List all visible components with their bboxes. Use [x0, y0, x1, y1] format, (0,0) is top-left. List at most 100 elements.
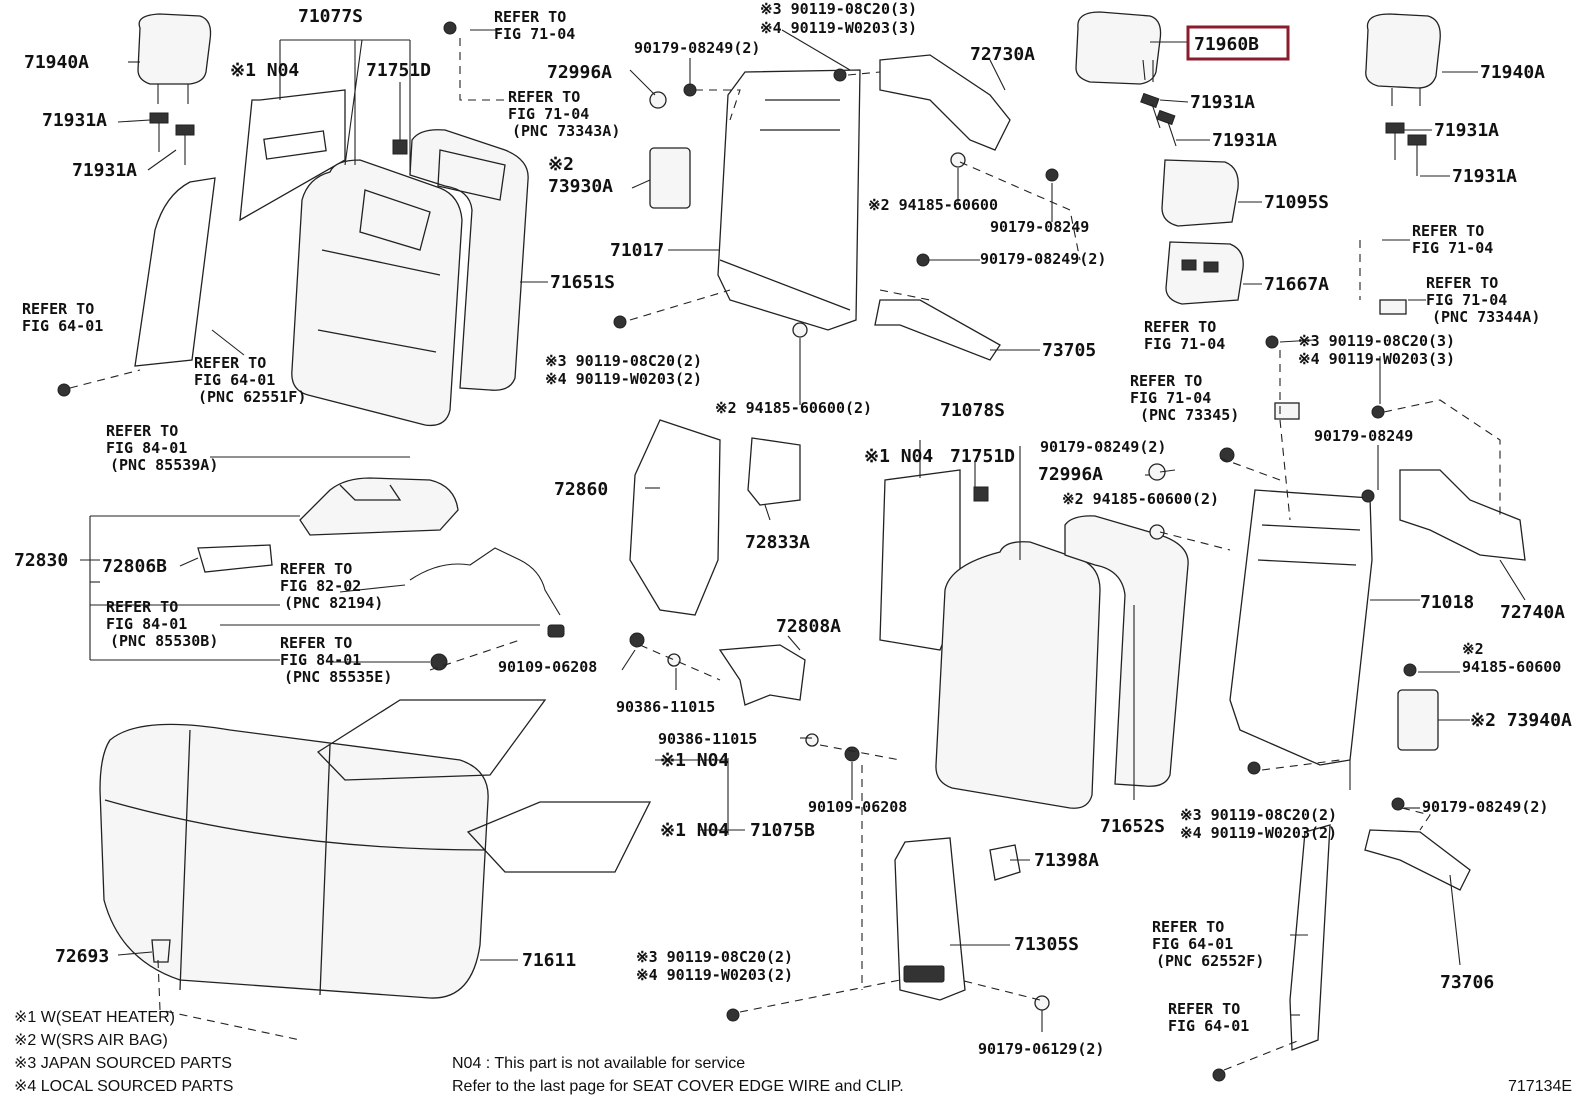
label-94185-60600-2-right[interactable]: ※2 94185-60600(2) — [1062, 490, 1219, 508]
bolt-note-bottom[interactable]: ※3 90119-08C20(2) ※4 90119-W0203(2) — [636, 948, 802, 984]
refer-fig-71-04-c[interactable]: REFER TO FIG 71-04 — [1412, 222, 1493, 257]
label-72830[interactable]: 72830 — [14, 550, 68, 571]
label-71940A-right[interactable]: 71940A — [1480, 62, 1545, 83]
label-90179-08249-2-top[interactable]: 90179-08249(2) — [634, 39, 760, 57]
hinge-bracket-left-icon — [879, 54, 1011, 151]
label-90109-06208-b[interactable]: 90109-06208 — [808, 798, 907, 816]
label-72730A[interactable]: 72730A — [970, 44, 1035, 65]
label-71017[interactable]: 71017 — [610, 240, 664, 261]
headrest-right-icon — [1365, 13, 1441, 89]
refer-fig-84-01-a[interactable]: REFER TO FIG 84-01 (PNC 85539A) — [106, 422, 218, 474]
label-90386-11015-a[interactable]: 90386-11015 — [616, 698, 715, 716]
label-71651S[interactable]: 71651S — [550, 272, 615, 293]
label-71078S[interactable]: 71078S — [940, 400, 1005, 421]
label-72996A-top[interactable]: 72996A — [547, 62, 612, 83]
label-72740A[interactable]: 72740A — [1500, 602, 1565, 623]
label-72996A-right[interactable]: 72996A — [1038, 464, 1103, 485]
label-90179-08249-mid[interactable]: 90179-08249 — [990, 218, 1089, 236]
refer-fig-71-04-b[interactable]: REFER TO FIG 71-04 (PNC 73343A) — [508, 88, 620, 140]
headrest-center-icon — [1075, 11, 1162, 85]
label-94185-60600-right[interactable]: ※2 94185-60600 — [1462, 640, 1561, 676]
legend-item: ※2 W(SRS AIR BAG) — [14, 1032, 168, 1049]
label-71095S[interactable]: 71095S — [1264, 192, 1329, 213]
bolt-note-top[interactable]: ※3 90119-08C20(3) ※4 90119-W0203(3) — [760, 0, 926, 37]
armrest-cover-icon — [1165, 241, 1244, 305]
label-71960B[interactable]: 71960B — [1194, 34, 1259, 55]
label-90179-08249-2-mid[interactable]: 90179-08249(2) — [980, 250, 1106, 268]
label-71931A-left-2[interactable]: 71931A — [72, 160, 137, 181]
label-71305S[interactable]: 71305S — [1014, 934, 1079, 955]
refer-fig-71-04-a[interactable]: REFER TO FIG 71-04 — [494, 8, 575, 43]
label-71751D-top[interactable]: 71751D — [366, 60, 431, 81]
label-N04-top[interactable]: ※1 N04 — [230, 60, 299, 81]
refer-fig-64-01-left[interactable]: REFER TO FIG 64-01 — [22, 300, 103, 335]
footnotes: N04 : This part is not available for ser… — [452, 1055, 904, 1095]
label-71652S[interactable]: 71652S — [1100, 816, 1165, 837]
label-90179-08249-right[interactable]: 90179-08249 — [1314, 427, 1413, 445]
label-72806B[interactable]: 72806B — [102, 556, 167, 577]
label-72833A[interactable]: 72833A — [745, 532, 810, 553]
label-90109-06208-a[interactable]: 90109-06208 — [498, 658, 597, 676]
refer-fig-82-02[interactable]: REFER TO FIG 82-02 (PNC 82194) — [280, 560, 383, 612]
refer-fig-64-01-right[interactable]: REFER TO FIG 64-01 (PNC 62552F) — [1152, 918, 1264, 970]
label-71018[interactable]: 71018 — [1420, 592, 1474, 613]
bolt-icon — [613, 315, 627, 329]
label-90386-11015-b[interactable]: 90386-11015 — [658, 730, 757, 748]
refer-fig-71-04-d[interactable]: REFER TO FIG 71-04 (PNC 73344A) — [1426, 274, 1540, 326]
headrest-guide-icon — [1140, 92, 1177, 147]
label-72860[interactable]: 72860 — [554, 479, 608, 500]
label-71940A-left[interactable]: 71940A — [24, 52, 89, 73]
label-71931A-far-2[interactable]: 71931A — [1452, 166, 1517, 187]
label-71667A[interactable]: 71667A — [1264, 274, 1329, 295]
label-94185-60600-2[interactable]: ※2 94185-60600(2) — [715, 399, 872, 417]
nut-icon — [1148, 463, 1166, 481]
label-N04-mid[interactable]: ※1 N04 — [864, 446, 933, 467]
clip-icon — [973, 486, 989, 502]
seatback-cover-right-icon — [935, 541, 1101, 809]
hinge-bracket-right-icon — [1399, 469, 1526, 561]
label-73705[interactable]: 73705 — [1042, 340, 1096, 361]
label-90179-08249-2-right[interactable]: 90179-08249(2) — [1040, 438, 1166, 456]
label-90179-06129-2[interactable]: 90179-06129(2) — [978, 1040, 1104, 1058]
refer-fig-64-01-pnc[interactable]: REFER TO FIG 64-01 (PNC 62551F) — [194, 354, 306, 406]
refer-fig-71-04-e[interactable]: REFER TO FIG 71-04 — [1144, 318, 1225, 353]
refer-fig-84-01-c[interactable]: REFER TO FIG 84-01 (PNC 85535E) — [280, 634, 392, 686]
nut-icon — [1361, 489, 1375, 503]
label-71931A-far-1[interactable]: 71931A — [1434, 120, 1499, 141]
bolt-icon — [726, 1008, 740, 1022]
bolt-note-right[interactable]: ※3 90119-08C20(3) ※4 90119-W0203(3) — [1298, 332, 1464, 368]
label-72693[interactable]: 72693 — [55, 946, 109, 967]
label-73940A[interactable]: ※2 73940A — [1470, 710, 1572, 731]
center-armrest-icon — [1161, 159, 1239, 227]
heater-mat-seat-2-icon — [466, 801, 652, 873]
seatback-frame-lower-icon — [894, 837, 966, 1001]
legend-item: ※4 LOCAL SOURCED PARTS — [14, 1078, 233, 1095]
label-71751D-mid[interactable]: 71751D — [950, 446, 1015, 467]
label-71931A-right-1[interactable]: 71931A — [1190, 92, 1255, 113]
refer-fig-71-04-f[interactable]: REFER TO FIG 71-04 (PNC 73345) — [1130, 372, 1239, 424]
label-73930A[interactable]: ※2 73930A — [548, 154, 613, 197]
bolt-note-mid[interactable]: ※3 90119-08C20(2) ※4 90119-W0203(2) — [545, 352, 711, 388]
refer-fig-84-01-b[interactable]: REFER TO FIG 84-01 (PNC 85530B) — [106, 598, 218, 650]
bolt-note-right-2[interactable]: ※3 90119-08C20(2) ※4 90119-W0203(2) — [1180, 806, 1346, 842]
legend-item: ※3 JAPAN SOURCED PARTS — [14, 1055, 232, 1072]
label-71611[interactable]: 71611 — [522, 950, 576, 971]
label-71077S[interactable]: 71077S — [298, 6, 363, 27]
label-72808A[interactable]: 72808A — [776, 616, 841, 637]
seatback-rear-cover-right-icon — [1064, 515, 1189, 787]
label-71931A-left-1[interactable]: 71931A — [42, 110, 107, 131]
bolt-icon — [1371, 405, 1385, 419]
highlight-box — [1186, 25, 1290, 61]
label-71931A-right-2[interactable]: 71931A — [1212, 130, 1277, 151]
label-90179-08249-2-far[interactable]: 90179-08249(2) — [1422, 798, 1548, 816]
label-73706[interactable]: 73706 — [1440, 972, 1494, 993]
label-71398A[interactable]: 71398A — [1034, 850, 1099, 871]
label-94185-60600-top[interactable]: ※2 94185-60600 — [868, 196, 998, 214]
nut-icon — [1149, 524, 1165, 540]
label-N04-seat2[interactable]: ※1 N04 — [660, 820, 729, 841]
label-71075B[interactable]: 71075B — [750, 820, 815, 841]
cupholder-frame-icon — [629, 419, 721, 616]
seatback-frame-left-icon — [717, 69, 861, 331]
label-N04-seat1[interactable]: ※1 N04 — [660, 750, 729, 771]
refer-fig-64-01-right-b[interactable]: REFER TO FIG 64-01 — [1168, 1000, 1249, 1035]
